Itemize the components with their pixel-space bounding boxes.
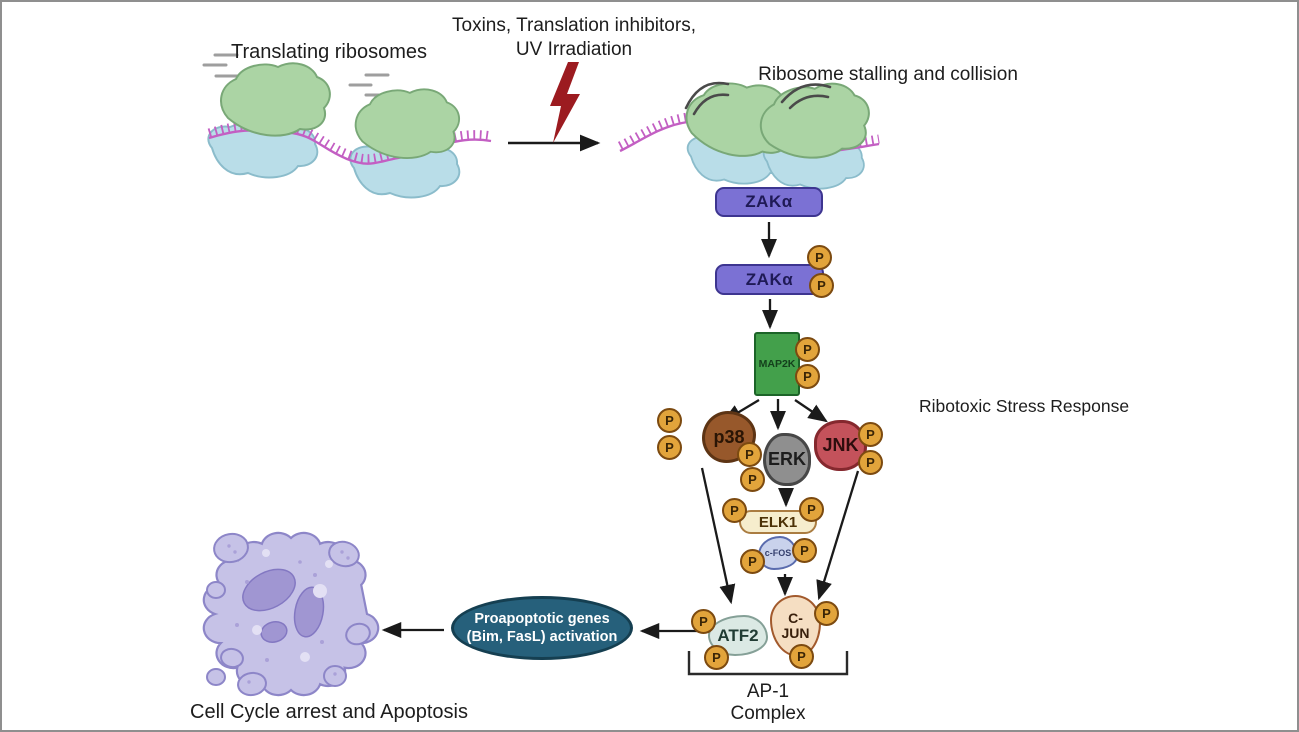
map2k-label: MAP2K: [758, 358, 796, 370]
elk1-label: ELK1: [758, 513, 798, 531]
nuclear-fragments: [242, 568, 325, 643]
phospho-badge-cjun-1: P: [814, 601, 839, 626]
ribosome-large-subunit: [354, 88, 461, 159]
proapoptotic-genes-node: Proapoptotic genes (Bim, FasL) activatio…: [451, 596, 633, 660]
cjun-line1: C-: [788, 610, 803, 626]
phospho-badge-cfos-2: P: [792, 538, 817, 563]
phospho-badge-p38-2: P: [657, 435, 682, 460]
map2k-node: MAP2K: [754, 332, 800, 396]
p38-label: p38: [713, 426, 745, 447]
erk-label: ERK: [767, 449, 806, 469]
phospho-badge-elk1-2: P: [799, 497, 824, 522]
ribosome-large-subunit: [759, 82, 870, 159]
phospho-badge-jnk-2: P: [858, 450, 883, 475]
apoptotic-cell-illustration: [202, 531, 380, 697]
ribosome-small-subunit: [207, 121, 319, 179]
lightning-bolt-icon: [550, 62, 580, 143]
phospho-badge-erk-2: P: [740, 467, 765, 492]
phospho-badge-cjun-2: P: [789, 644, 814, 669]
phospho-badge-atf2-2: P: [704, 645, 729, 670]
jnk-label: JNK: [822, 435, 859, 455]
ribosome-stalling-label: Ribosome stalling and collision: [758, 64, 1018, 85]
phospho-badge-zaka-2: P: [809, 273, 834, 298]
ap1-bracket: [687, 651, 849, 676]
stressors-line2: UV Irradiation: [515, 39, 633, 60]
cfos-label: c-FOS: [764, 548, 792, 558]
cell-cycle-apoptosis-label: Cell Cycle arrest and Apoptosis: [190, 701, 468, 723]
stall-vibration-arcs: [684, 81, 832, 116]
ribotoxic-stress-response-label: Ribotoxic Stress Response: [919, 396, 1130, 416]
zaka-label: ZAKα: [745, 192, 793, 211]
translating-ribosomes-illustration: [207, 62, 492, 199]
zaka-node: ZAKα: [715, 187, 823, 217]
stressors-line1: Toxins, Translation inhibitors,: [452, 15, 696, 36]
stressors-label: Toxins, Translation inhibitors, UV Irrad…: [452, 14, 696, 62]
motion-lines: [202, 53, 390, 97]
erk-node: ERK: [763, 433, 811, 486]
cell-light-spots: [252, 549, 333, 662]
phospho-badge-map2k-2: P: [795, 364, 820, 389]
zaka-phosphorylated-label: ZAKα: [745, 269, 794, 289]
ap1-line1: AP-1: [746, 681, 790, 702]
apoptotic-bodies: [206, 532, 371, 697]
phospho-badge-p38-1: P: [657, 408, 682, 433]
ribosome-large-subunit: [220, 62, 331, 137]
translating-ribosomes-label: Translating ribosomes: [230, 41, 428, 63]
proapoptotic-line1: Proapoptotic genes: [474, 611, 610, 627]
phospho-badge-jnk-1: P: [858, 422, 883, 447]
phospho-badge-elk1-1: P: [722, 498, 747, 523]
atf2-label: ATF2: [717, 625, 759, 645]
cjun-line2: JUN: [781, 625, 810, 641]
ap1-line2: Complex: [730, 703, 806, 724]
phospho-badge-erk-1: P: [737, 442, 762, 467]
zaka-phosphorylated-node: ZAKα: [715, 264, 824, 295]
cjun-node: C- JUN: [770, 595, 821, 657]
phospho-badge-zaka-1: P: [807, 245, 832, 270]
ap1-complex-label: AP-1 Complex: [731, 681, 806, 725]
phospho-badge-atf2-1: P: [691, 609, 716, 634]
phospho-badge-map2k-1: P: [795, 337, 820, 362]
proapoptotic-line2: (Bim, FasL) activation: [466, 629, 618, 645]
cell-dots: [227, 544, 350, 684]
phospho-badge-cfos-1: P: [740, 549, 765, 574]
collided-ribosomes-illustration: [617, 81, 880, 190]
